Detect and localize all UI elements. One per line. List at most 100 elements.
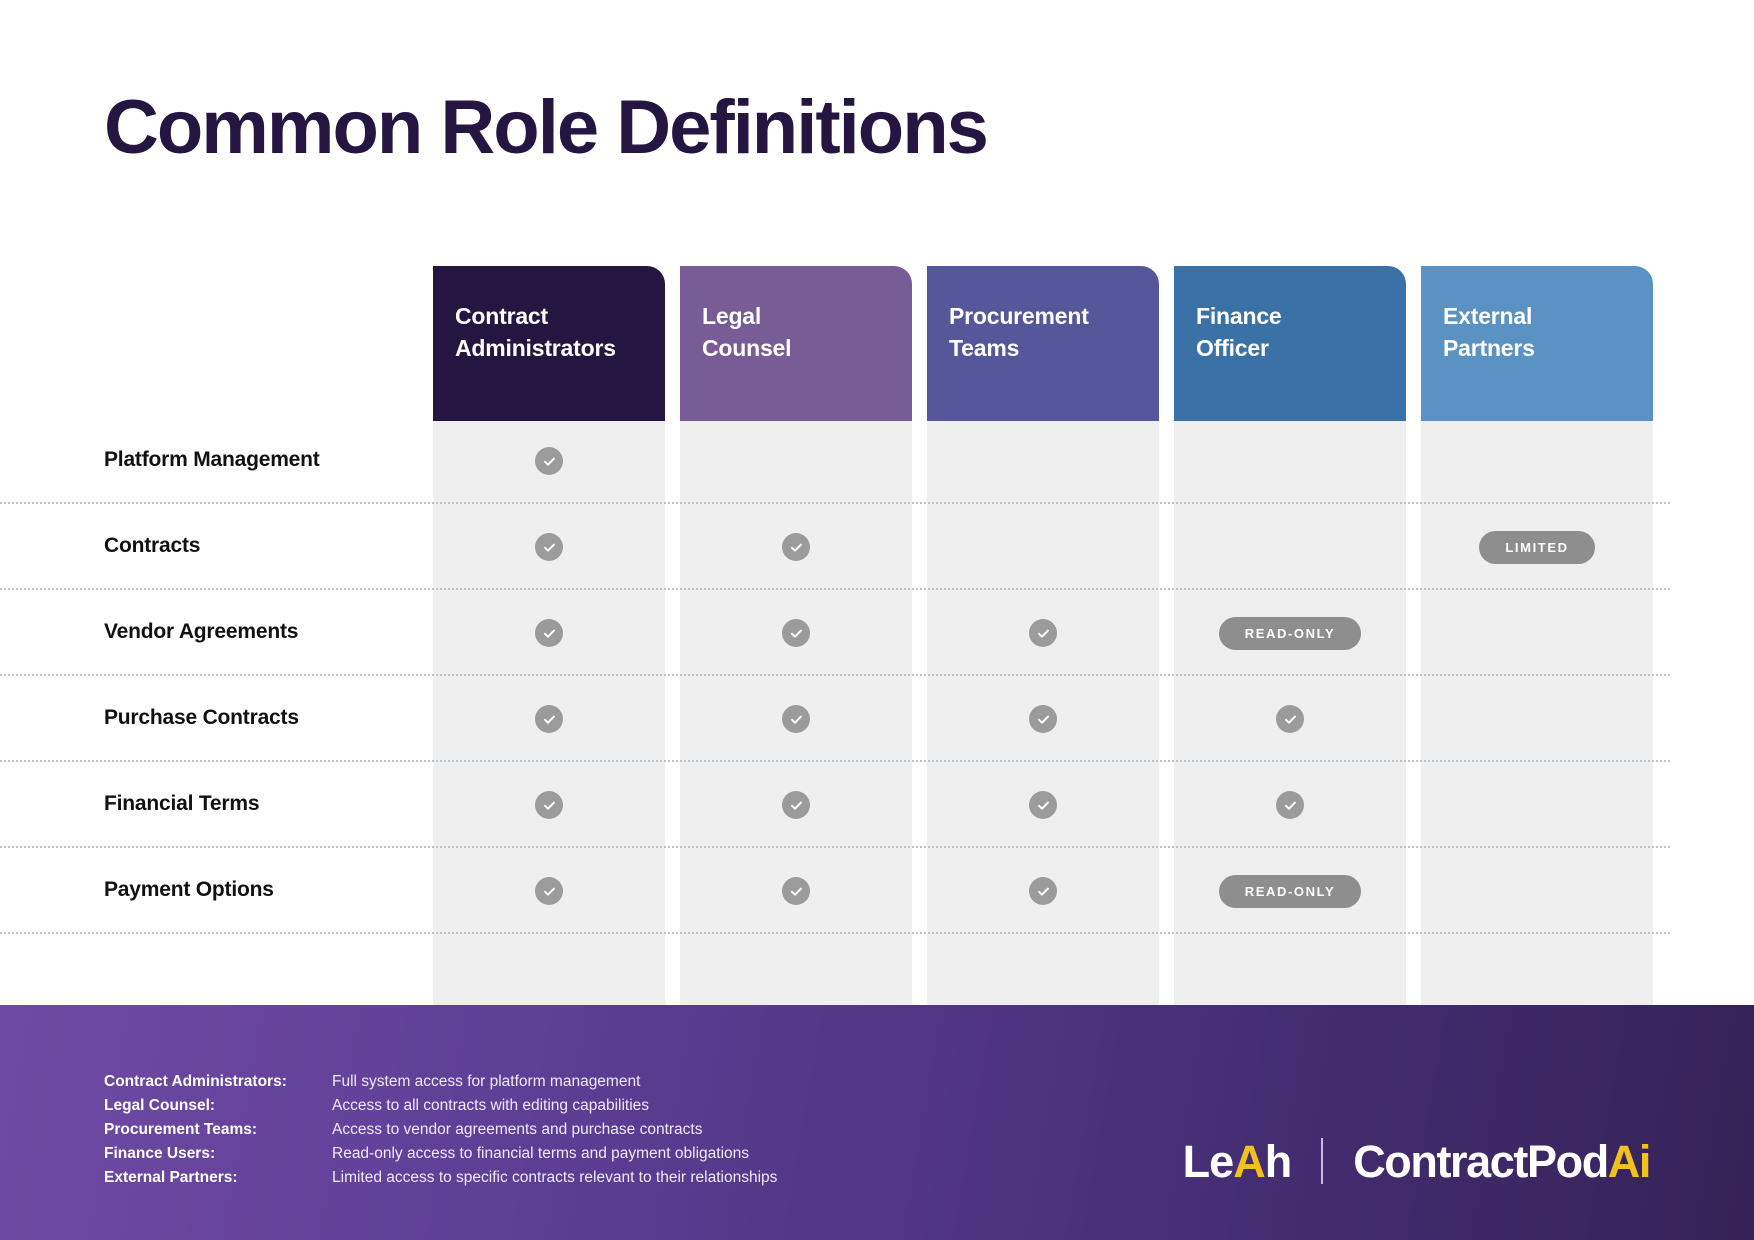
leah-logo-pre: Le [1182,1135,1235,1187]
legend-row: Procurement Teams: Access to vendor agree… [104,1121,904,1144]
status-badge: READ-ONLY [1218,616,1362,650]
cell-contract-administrators-platform-management [433,418,665,504]
legend-key: Procurement Teams: [104,1121,258,1138]
cell-legal-counsel-platform-management [680,418,912,504]
legend-key: Contract Administrators: [104,1073,287,1090]
contractpodai-logo: ContractPodAi [1353,1135,1652,1187]
table-row: Contracts LIMITED [0,504,1670,590]
legend-value: Access to vendor agreements and purchase… [332,1121,703,1138]
check-circle-icon [782,705,810,733]
cell-finance-officer-purchase-contracts [1174,676,1406,762]
legend-key: Legal Counsel: [104,1097,216,1114]
logo-divider [1321,1138,1324,1184]
row-label-purchase-contracts: Purchase Contracts [104,706,299,729]
cell-external-partners-payment-options [1421,848,1653,934]
cell-procurement-teams-platform-management [927,418,1159,504]
check-circle-icon [535,533,563,561]
check-circle-icon [782,619,810,647]
cell-procurement-teams-purchase-contracts [927,676,1159,762]
cell-procurement-teams-contracts [927,504,1159,590]
row-label-payment-options: Payment Options [104,878,274,901]
page-title: Common Role Definitions [104,85,989,170]
cell-external-partners-purchase-contracts [1421,676,1653,762]
cell-finance-officer-vendor-agreements: READ-ONLY [1174,590,1406,676]
status-badge: LIMITED [1479,530,1595,564]
cell-legal-counsel-financial-terms [680,762,912,848]
footer-band: Contract Administrators: Full system acce… [0,1005,1754,1240]
legend-value: Full system access for platform manageme… [332,1073,641,1090]
check-circle-icon [1276,705,1304,733]
cell-legal-counsel-purchase-contracts [680,676,912,762]
cell-finance-officer-contracts [1174,504,1406,590]
column-header-line1: Finance [1196,303,1282,329]
table-row: Purchase Contracts [0,676,1670,762]
leah-logo-post: h [1264,1135,1292,1187]
logo-lockup: LeAh ContractPodAi [1183,1133,1652,1189]
cell-finance-officer-financial-terms [1174,762,1406,848]
legend-value: Access to all contracts with editing cap… [332,1097,650,1114]
check-circle-icon [1029,705,1057,733]
check-circle-icon [535,447,563,475]
table-row: Vendor Agreements READ-ONLY [0,590,1670,676]
legend-key: Finance Users: [104,1145,216,1162]
row-label-platform-management: Platform Management [104,448,320,471]
cell-contract-administrators-purchase-contracts [433,676,665,762]
cell-finance-officer-platform-management [1174,418,1406,504]
leah-logo: LeAh [1183,1139,1292,1184]
cell-procurement-teams-payment-options [927,848,1159,934]
legend-row: Finance Users: Read-only access to financ… [104,1145,904,1168]
column-header-line1: External [1443,303,1533,329]
contractpodai-logo-accent: Ai [1607,1135,1652,1187]
legend-key: External Partners: [104,1169,238,1186]
check-circle-icon [535,705,563,733]
legend-row: Contract Administrators: Full system acce… [104,1073,904,1096]
cell-legal-counsel-contracts [680,504,912,590]
check-circle-icon [1029,791,1057,819]
cell-legal-counsel-payment-options [680,848,912,934]
table-row: Financial Terms [0,762,1670,848]
cell-external-partners-financial-terms [1421,762,1653,848]
column-header-line1: Legal [702,303,762,329]
check-circle-icon [782,877,810,905]
legend-value: Limited access to specific contracts rel… [332,1169,778,1186]
cell-external-partners-vendor-agreements [1421,590,1653,676]
cell-contract-administrators-contracts [433,504,665,590]
column-header-line2: Officer [1196,335,1269,361]
column-header-line1: Contract [455,303,548,329]
cell-procurement-teams-financial-terms [927,762,1159,848]
check-circle-icon [782,791,810,819]
cell-contract-administrators-payment-options [433,848,665,934]
cell-finance-officer-payment-options: READ-ONLY [1174,848,1406,934]
table-row: Platform Management [0,418,1670,504]
cell-legal-counsel-vendor-agreements [680,590,912,676]
check-circle-icon [535,877,563,905]
check-circle-icon [535,619,563,647]
cell-external-partners-contracts: LIMITED [1421,504,1653,590]
cell-contract-administrators-vendor-agreements [433,590,665,676]
column-header-line2: Administrators [455,335,616,361]
cell-external-partners-platform-management [1421,418,1653,504]
legend-value: Read-only access to financial terms and … [332,1145,750,1162]
check-circle-icon [1276,791,1304,819]
column-header-line2: Teams [949,335,1020,361]
row-label-financial-terms: Financial Terms [104,792,260,815]
check-circle-icon [535,791,563,819]
row-label-contracts: Contracts [104,534,201,557]
column-header-line2: Partners [1443,335,1535,361]
leah-logo-accent: A [1233,1135,1265,1187]
role-legend: Contract Administrators: Full system acce… [104,1073,904,1193]
table-row: Payment Options READ-ONLY [0,848,1670,934]
cell-procurement-teams-vendor-agreements [927,590,1159,676]
cell-contract-administrators-financial-terms [433,762,665,848]
check-circle-icon [1029,877,1057,905]
row-label-vendor-agreements: Vendor Agreements [104,620,299,643]
